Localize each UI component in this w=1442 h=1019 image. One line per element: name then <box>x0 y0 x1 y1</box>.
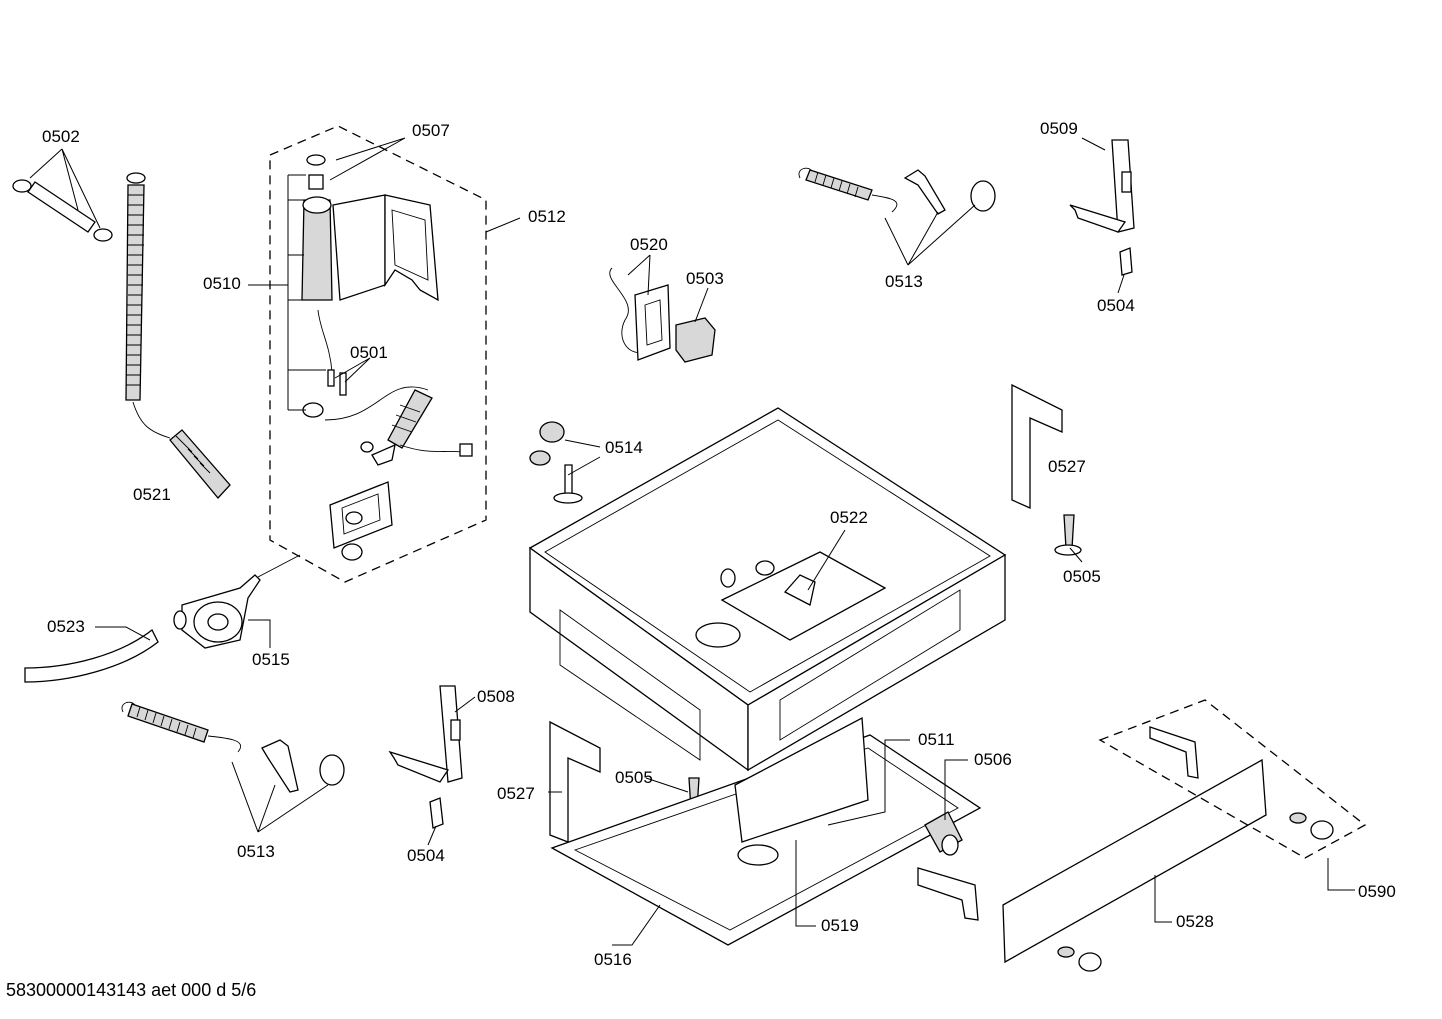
callout-label: 0527 <box>1048 457 1086 476</box>
screw-part-upper <box>1054 514 1082 556</box>
callout-label: 0522 <box>830 508 868 527</box>
callout-label: 0527 <box>497 784 535 803</box>
callout-label: 0512 <box>528 207 566 226</box>
callout-label: 0505 <box>615 768 653 787</box>
callout-label: 0503 <box>686 269 724 288</box>
callout-label: 0504 <box>1097 296 1135 315</box>
comb-bracket-part <box>917 867 979 921</box>
panel-bracket-part <box>1057 726 1334 972</box>
hinge-bracket-part-lower <box>388 685 463 829</box>
fastener-parts <box>529 421 583 504</box>
spring-part-lower <box>121 701 345 793</box>
callout-label: 0516 <box>594 950 632 969</box>
callout-label: 0510 <box>203 274 241 293</box>
callout-label: 0505 <box>1063 567 1101 586</box>
spring-part-upper <box>798 167 996 215</box>
front-panel-part <box>1002 758 1267 964</box>
callout-label: 0523 <box>47 617 85 636</box>
hinge-bracket-part-upper <box>1069 139 1135 276</box>
connector-part <box>609 267 716 363</box>
drain-hose-part <box>125 172 231 499</box>
document-id: 58300000143143 aet 000 d 5/6 <box>6 980 257 1000</box>
floor-pan-part <box>550 734 982 946</box>
callout-label: 0520 <box>630 235 668 254</box>
callout-label: 0502 <box>42 127 80 146</box>
callout-label: 0515 <box>252 650 290 669</box>
leader-lines <box>29 137 1355 946</box>
callout-label: 0511 <box>918 730 955 749</box>
callout-label: 0504 <box>407 846 445 865</box>
drain-pump-part <box>173 554 301 649</box>
cover-plate-part <box>734 716 869 843</box>
sensor-assembly-part <box>301 154 473 561</box>
callout-label: 0513 <box>237 842 275 861</box>
callout-label: 0590 <box>1358 882 1396 901</box>
callout-label: 0513 <box>885 272 923 291</box>
callout-label: 0508 <box>477 687 515 706</box>
side-strip-part-upper <box>1011 383 1063 510</box>
callout-label: 0507 <box>412 121 450 140</box>
callout-label: 0528 <box>1176 912 1214 931</box>
base-frame-part <box>528 407 1007 772</box>
nozzle-part <box>924 811 963 856</box>
callout-label: 0509 <box>1040 119 1078 138</box>
hose-segment-part <box>12 179 113 242</box>
callout-label: 0501 <box>350 343 388 362</box>
callout-labels: 0502 0507 0512 0510 0501 0521 0520 0503 … <box>42 119 1396 969</box>
callout-label: 0506 <box>974 750 1012 769</box>
callout-label: 0519 <box>821 916 859 935</box>
hose-part <box>24 628 159 683</box>
callout-label: 0521 <box>133 485 171 504</box>
side-strip-part-lower <box>549 720 601 843</box>
callout-label: 0514 <box>605 438 643 457</box>
panel-group-boundary <box>1098 699 1367 859</box>
assembly-group-boundary <box>269 125 487 583</box>
